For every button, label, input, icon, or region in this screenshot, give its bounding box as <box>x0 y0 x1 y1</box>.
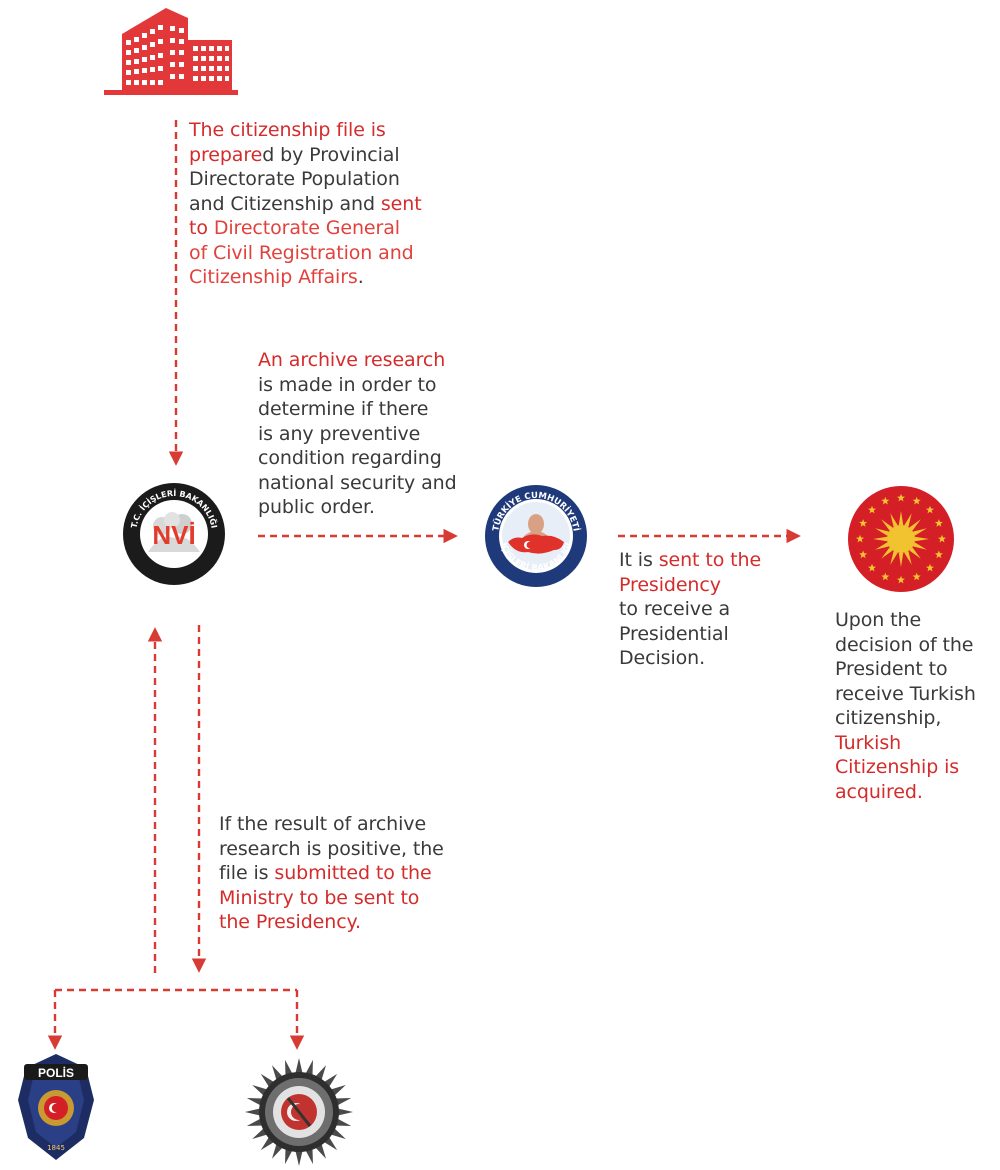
nvi-mark: NVİ <box>152 520 195 550</box>
archive-research-line7: public order. <box>258 496 375 518</box>
nvi-logo: NVİ T.C. İÇİŞLERİ BAKANLIĞI <box>123 483 225 585</box>
sun-ray <box>873 536 888 542</box>
step-result-positive: If the result of archive research is pos… <box>219 812 444 935</box>
emblem-ray <box>334 1118 352 1126</box>
archive-research-line6: national security and <box>258 471 457 494</box>
step-archive-research: An archive research is made in order to … <box>258 348 457 520</box>
result-positive-line3a: file is <box>219 862 275 884</box>
building-icon <box>104 8 238 95</box>
sun-ray <box>909 519 921 531</box>
seal-star <box>868 563 876 572</box>
seal-star <box>934 550 943 559</box>
result-positive-line4: Ministry to be sent to <box>219 886 420 909</box>
file-prepared-line3: Directorate Population <box>189 168 400 190</box>
file-prepared-line1: The citizenship file is <box>189 119 386 141</box>
sun-ray <box>890 550 898 565</box>
step-decision: Upon the decision of the President to re… <box>835 608 976 804</box>
seal-star <box>881 572 890 581</box>
sun-ray <box>912 528 927 536</box>
decision-line1: Upon the <box>835 609 922 631</box>
decision-line4: receive Turkish <box>835 682 976 705</box>
decision-line2: decision of the <box>835 633 974 656</box>
seal-star <box>897 493 905 502</box>
mit-emblem <box>245 1058 353 1166</box>
archive-research-title: An archive research <box>258 349 446 371</box>
file-prepared-to: to <box>189 217 208 239</box>
file-prepared-sent: sent <box>380 192 422 215</box>
sun-ray <box>898 511 904 526</box>
police-banner-text: POLİS <box>38 1065 74 1080</box>
sent-presidency-line4: Presidential <box>619 622 729 645</box>
emblem-ray <box>285 1147 293 1165</box>
step-sent-presidency: It is sent to the Presidency to receive … <box>619 548 761 671</box>
file-prepared-destination: Directorate General <box>207 217 400 239</box>
archive-research-line4: is any preventive <box>258 422 421 445</box>
sun-ray <box>904 513 912 528</box>
presidential-seal <box>848 486 954 592</box>
archive-research-line3: determine if there <box>258 398 429 420</box>
interior-ministry-seal: TÜRKİYE CUMHURİYETİ İÇİŞLERİ BAKANLIĞI <box>485 485 587 587</box>
sent-presidency-line5: Decision. <box>619 647 706 669</box>
file-prepared-period: . <box>357 266 364 288</box>
seal-star <box>934 519 943 527</box>
decision-line6: Turkish <box>835 731 902 754</box>
seal-star <box>912 496 921 505</box>
seal-star <box>926 505 934 514</box>
file-prepared-highlight: prepare <box>189 143 263 166</box>
emblem-ray <box>305 1059 313 1077</box>
sent-presidency-line2: Presidency <box>619 573 721 596</box>
sun-ray <box>875 542 890 550</box>
sent-presidency-line1a: It is <box>619 549 659 571</box>
emblem-ray <box>245 1108 262 1116</box>
sun-ray <box>890 513 898 528</box>
decision-line5: citizenship, <box>835 707 942 729</box>
emblem-ray <box>295 1149 303 1166</box>
result-positive-line3b: submitted to the <box>274 862 432 884</box>
emblem-ray <box>334 1098 352 1106</box>
decision-line3: President to <box>835 658 948 680</box>
file-prepared-line7: Citizenship Affairs <box>189 266 358 288</box>
seal-star <box>926 563 934 572</box>
result-positive-line2: research is positive, the <box>219 837 444 860</box>
seal-star <box>859 550 868 559</box>
archive-research-line5: condition regarding <box>258 447 442 469</box>
seal-star <box>938 534 946 543</box>
file-prepared-line4: and Citizenship and <box>189 192 381 215</box>
file-prepared-line6: of Civil Registration and <box>189 241 414 264</box>
seal-star <box>881 496 890 505</box>
emblem-ray <box>246 1098 264 1106</box>
sun-ray <box>909 547 921 559</box>
sun-ray <box>898 552 904 567</box>
emblem-ray <box>285 1059 293 1077</box>
decision-line7: Citizenship is <box>835 756 960 778</box>
result-positive-line5: the Presidency. <box>219 911 361 933</box>
sun-ray <box>881 519 893 531</box>
sun-ray <box>904 550 912 565</box>
sent-presidency-line1b: sent to the <box>658 549 762 571</box>
emblem-ray <box>246 1118 264 1126</box>
seal-star <box>859 519 868 527</box>
sun-ray <box>881 547 893 559</box>
step-file-prepared: The citizenship file is prepared by Prov… <box>189 118 422 290</box>
seal-star <box>912 572 921 581</box>
file-prepared-line2: d by Provincial <box>262 143 400 166</box>
seal-star <box>868 505 876 514</box>
sun-ray <box>914 536 929 542</box>
seal-star <box>856 534 864 543</box>
emblem-ray <box>295 1058 303 1075</box>
emblem-ray <box>305 1147 313 1165</box>
seal-star <box>897 575 905 584</box>
sent-presidency-line3: to receive a <box>619 598 731 620</box>
sun-ray <box>875 528 890 536</box>
police-badge: POLİS 1845 <box>18 1054 94 1160</box>
decision-line8: acquired. <box>835 780 923 803</box>
police-year: 1845 <box>47 1144 65 1152</box>
archive-research-line2: is made in order to <box>258 373 437 396</box>
sun-ray <box>912 542 927 550</box>
emblem-ray <box>336 1108 353 1116</box>
result-positive-line1: If the result of archive <box>219 813 427 835</box>
